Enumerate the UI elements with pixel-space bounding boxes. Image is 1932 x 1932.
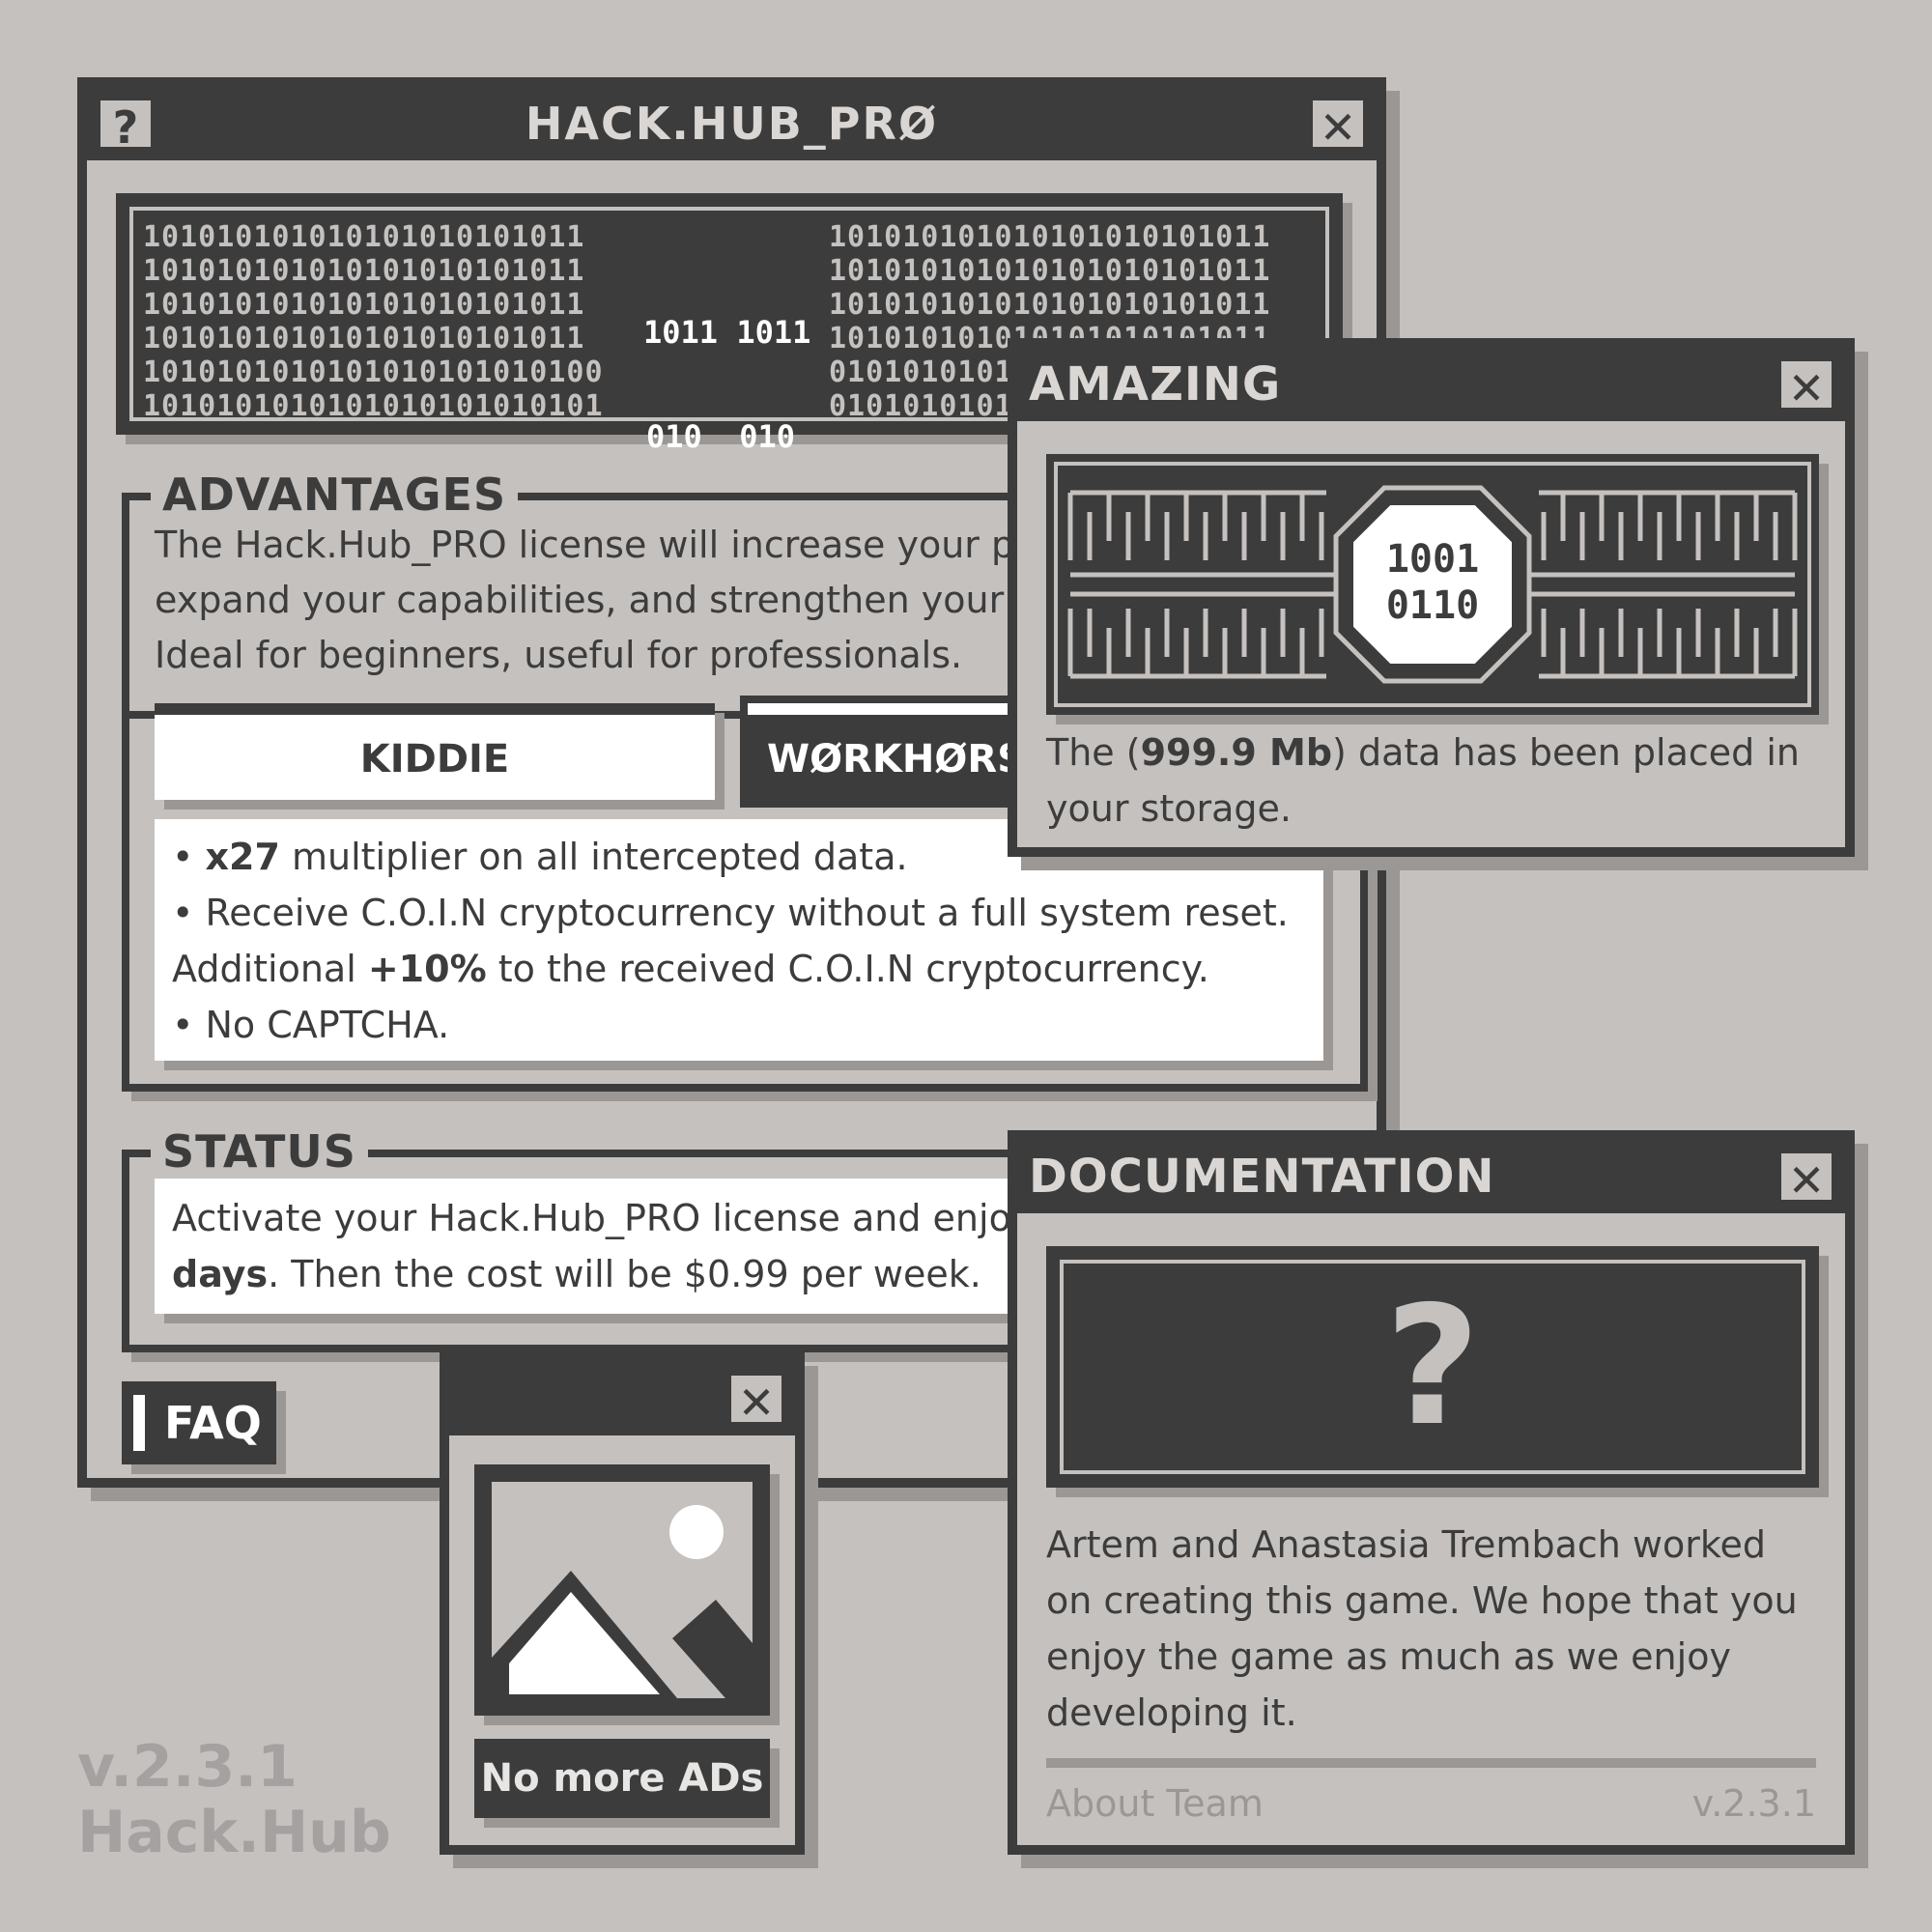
- watermark-name: Hack.Hub: [77, 1799, 391, 1866]
- image-icon: [492, 1482, 753, 1698]
- about-team-link[interactable]: About Team: [1046, 1782, 1264, 1825]
- amazing-close-button[interactable]: ✕: [1777, 357, 1835, 414]
- amazing-window: AMAZING ✕ 1001 0110 The (999.9 Mb) data …: [1008, 338, 1855, 857]
- advantages-details: • x27 multiplier on all intercepted data…: [155, 819, 1323, 1061]
- amazing-title: AMAZING: [1029, 357, 1282, 412]
- documentation-version: v.2.3.1: [1691, 1782, 1816, 1825]
- list-item: • x27 multiplier on all intercepted data…: [172, 836, 908, 878]
- question-mark-icon: ?: [1384, 1271, 1481, 1463]
- documentation-divider: [1046, 1758, 1816, 1768]
- list-item: Additional +10% to the received C.O.I.N …: [172, 948, 1209, 990]
- faq-button[interactable]: FAQ: [122, 1381, 276, 1464]
- documentation-close-button[interactable]: ✕: [1777, 1150, 1835, 1207]
- documentation-window: DOCUMENTATION ✕ ? Artem and Anastasia Tr…: [1008, 1130, 1855, 1855]
- main-close-button[interactable]: ✕: [1309, 97, 1367, 154]
- list-item: • No CAPTCHA.: [172, 1004, 450, 1046]
- amazing-message: The (999.9 Mb) data has been placed in y…: [1046, 731, 1800, 830]
- documentation-text: Artem and Anastasia Trembach worked on c…: [1046, 1523, 1798, 1734]
- ad-close-button[interactable]: ✕: [727, 1372, 785, 1429]
- maze-banner: 1001 0110: [1046, 454, 1819, 715]
- main-window: ? HACK.HUB_PRØ ✕ 10101010101010101010101…: [77, 77, 1386, 1488]
- maze-badge: 1001 0110: [1385, 537, 1480, 628]
- advantages-group: ADVANTAGES The Hack.Hub_PRO license will…: [122, 466, 1368, 1092]
- help-button[interactable]: ?: [97, 97, 155, 154]
- version-watermark: v.2.3.1 Hack.Hub: [77, 1734, 391, 1865]
- documentation-title: DOCUMENTATION: [1029, 1150, 1495, 1204]
- ad-titlebar: ✕: [449, 1362, 795, 1435]
- no-more-ads-button[interactable]: No more ADs: [474, 1739, 770, 1818]
- advantages-title: ADVANTAGES: [151, 466, 519, 524]
- documentation-titlebar: DOCUMENTATION ✕: [1017, 1140, 1845, 1213]
- binary-logo: 1011 1011 010 010: [643, 314, 811, 455]
- main-window-title: HACK.HUB_PRØ: [525, 98, 939, 150]
- maze-pattern: [1054, 462, 1811, 707]
- amazing-titlebar: AMAZING ✕: [1017, 348, 1845, 421]
- list-item: • Receive C.O.I.N cryptocurrency without…: [172, 892, 1289, 934]
- status-title: STATUS: [151, 1122, 368, 1180]
- ad-window: ✕ No more ADs: [440, 1352, 805, 1855]
- binary-pattern-left: 101010101010101010101011 101010101010101…: [143, 220, 604, 423]
- main-titlebar: ? HACK.HUB_PRØ ✕: [87, 87, 1377, 160]
- documentation-help-panel: ?: [1046, 1246, 1819, 1488]
- ad-image-placeholder: [474, 1464, 770, 1716]
- advantages-description: The Hack.Hub_PRO license will increase y…: [155, 524, 1015, 676]
- watermark-version: v.2.3.1: [77, 1733, 298, 1801]
- tab-kiddie[interactable]: KIDDIE: [155, 703, 715, 800]
